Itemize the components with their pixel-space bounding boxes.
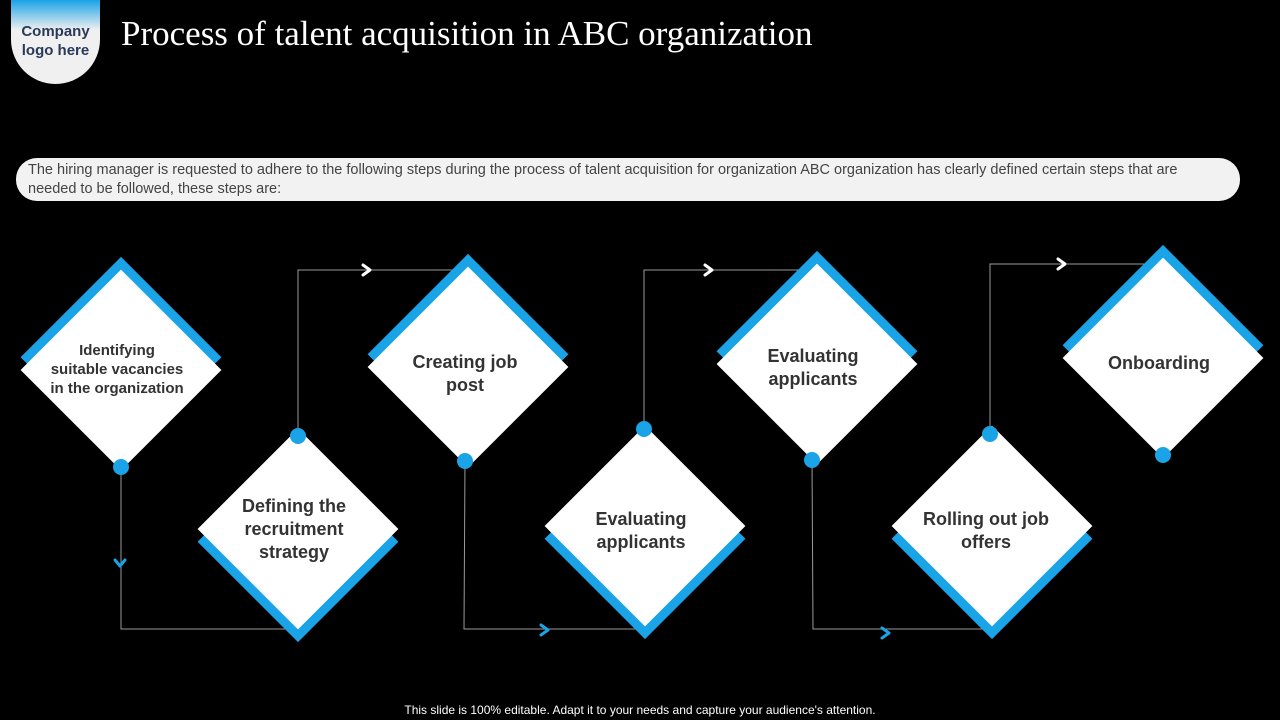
connector-dot [804,452,820,468]
footer-note: This slide is 100% editable. Adapt it to… [404,703,876,717]
connector-dot [290,428,306,444]
connector-6-7 [989,263,1160,434]
arrow-chevron-right [539,623,550,637]
step-label-7: Onboarding [1108,352,1210,373]
company-logo: Company logo here [11,0,100,84]
connector-dot [113,459,129,475]
page-title: Process of talent acquisition in ABC org… [121,14,813,53]
step-label-3: Creating job post [412,352,518,395]
step-label-5: Evaluating applicants [767,346,859,389]
step-label-4: Evaluating applicants [595,509,687,552]
step-label-1: Identifying suitable vacancies in the or… [50,341,184,397]
connector-5-6 [811,459,986,630]
step-label-2: Defining the recruitment strategy [242,495,346,562]
logo-text: Company logo here [21,23,90,59]
connector-dot [1155,447,1171,463]
arrow-chevron-right [361,263,372,277]
intro-text: The hiring manager is requested to adher… [16,158,1240,201]
arrow-chevron-right [703,263,714,277]
connector-2-3 [297,269,468,436]
step-label-6: Rolling out job offers [923,509,1049,552]
connector-dot [636,421,652,437]
connector-3-4 [463,460,640,630]
connector-4-5 [643,269,815,429]
connector-1-2 [120,467,287,630]
arrow-chevron-down [113,558,127,568]
connector-dot [457,453,473,469]
connector-dot [982,426,998,442]
arrow-chevron-right [1056,257,1067,271]
arrow-chevron-right [880,626,891,640]
